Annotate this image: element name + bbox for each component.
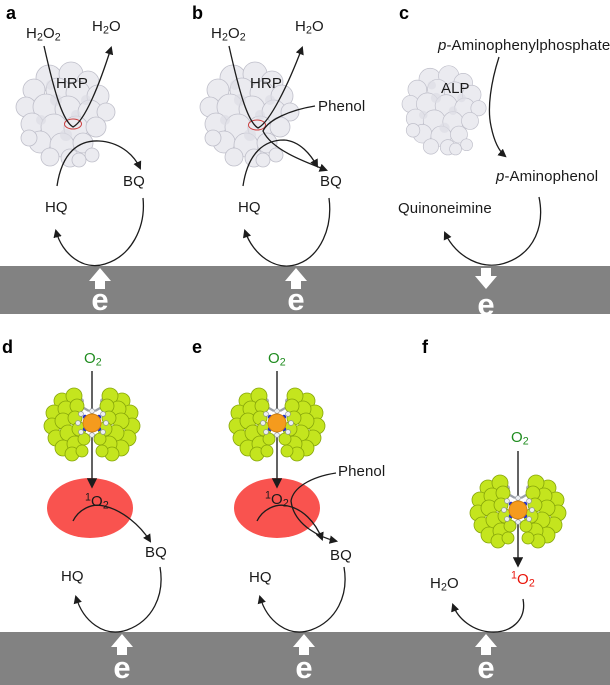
substrate-label-c: p-Aminophenylphosphate xyxy=(438,37,610,54)
bq-label-d: BQ xyxy=(145,544,167,561)
singlet-o2-label-f: 1O2 xyxy=(511,569,535,590)
electron-label-b: e xyxy=(287,282,305,317)
product-label-c: p-Aminophenol xyxy=(496,168,599,185)
heme-ring-a xyxy=(64,118,82,130)
bq-label-e: BQ xyxy=(330,547,352,564)
h2o-label-f: H2O xyxy=(430,575,459,594)
reaction-arrows-d xyxy=(72,504,162,633)
o2-label-d: O2 xyxy=(84,350,102,369)
electron-label-f: e xyxy=(477,650,495,685)
panel-letter-f: f xyxy=(422,337,428,357)
reaction-arrows-a xyxy=(43,45,145,267)
bq-label-b: BQ xyxy=(320,173,342,190)
o2-label-e: O2 xyxy=(268,350,286,369)
electron-label-c: e xyxy=(477,287,495,322)
substrate-label-b: H2O2 xyxy=(211,25,246,44)
product-label-b: H2O xyxy=(295,18,324,37)
bq-label-a: BQ xyxy=(123,173,145,190)
quinoneimine-label-c: Quinoneimine xyxy=(398,200,492,217)
panel-letter-e: e xyxy=(192,337,203,357)
hq-label-b: HQ xyxy=(238,199,261,216)
reaction-arrows-c xyxy=(443,56,542,266)
hq-label-e: HQ xyxy=(249,569,272,586)
heme-ring-b xyxy=(248,119,266,131)
panel-letter-b: b xyxy=(192,3,203,23)
panel-letter-d: d xyxy=(2,337,13,357)
phenol-label-b: Phenol xyxy=(318,98,366,115)
panel-letter-a: a xyxy=(6,3,17,23)
singlet-oxygen-zone-e xyxy=(234,478,320,538)
enzyme-label-a: HRP xyxy=(56,75,88,92)
product-label-a: H2O xyxy=(92,18,121,37)
panel-letter-c: c xyxy=(399,3,410,23)
reaction-arrows-b xyxy=(228,45,331,267)
singlet-o2-label-e: 1O2 xyxy=(265,489,289,510)
enzyme-label-c: ALP xyxy=(441,80,470,97)
hq-label-d: HQ xyxy=(61,568,84,585)
singlet-o2-label-d: 1O2 xyxy=(85,491,109,512)
reaction-arrows-f xyxy=(451,598,525,633)
enzyme-label-b: HRP xyxy=(250,75,282,92)
substrate-label-a: H2O2 xyxy=(26,25,61,44)
singlet-oxygen-zone-d xyxy=(47,478,133,538)
hq-label-a: HQ xyxy=(45,199,68,216)
o2-label-f: O2 xyxy=(511,429,529,448)
reaction-arrows-e xyxy=(256,472,346,633)
electron-label-d: e xyxy=(113,650,131,685)
electron-label-a: e xyxy=(91,282,109,317)
electron-label-e: e xyxy=(295,650,313,685)
phenol-label-e: Phenol xyxy=(338,463,386,480)
